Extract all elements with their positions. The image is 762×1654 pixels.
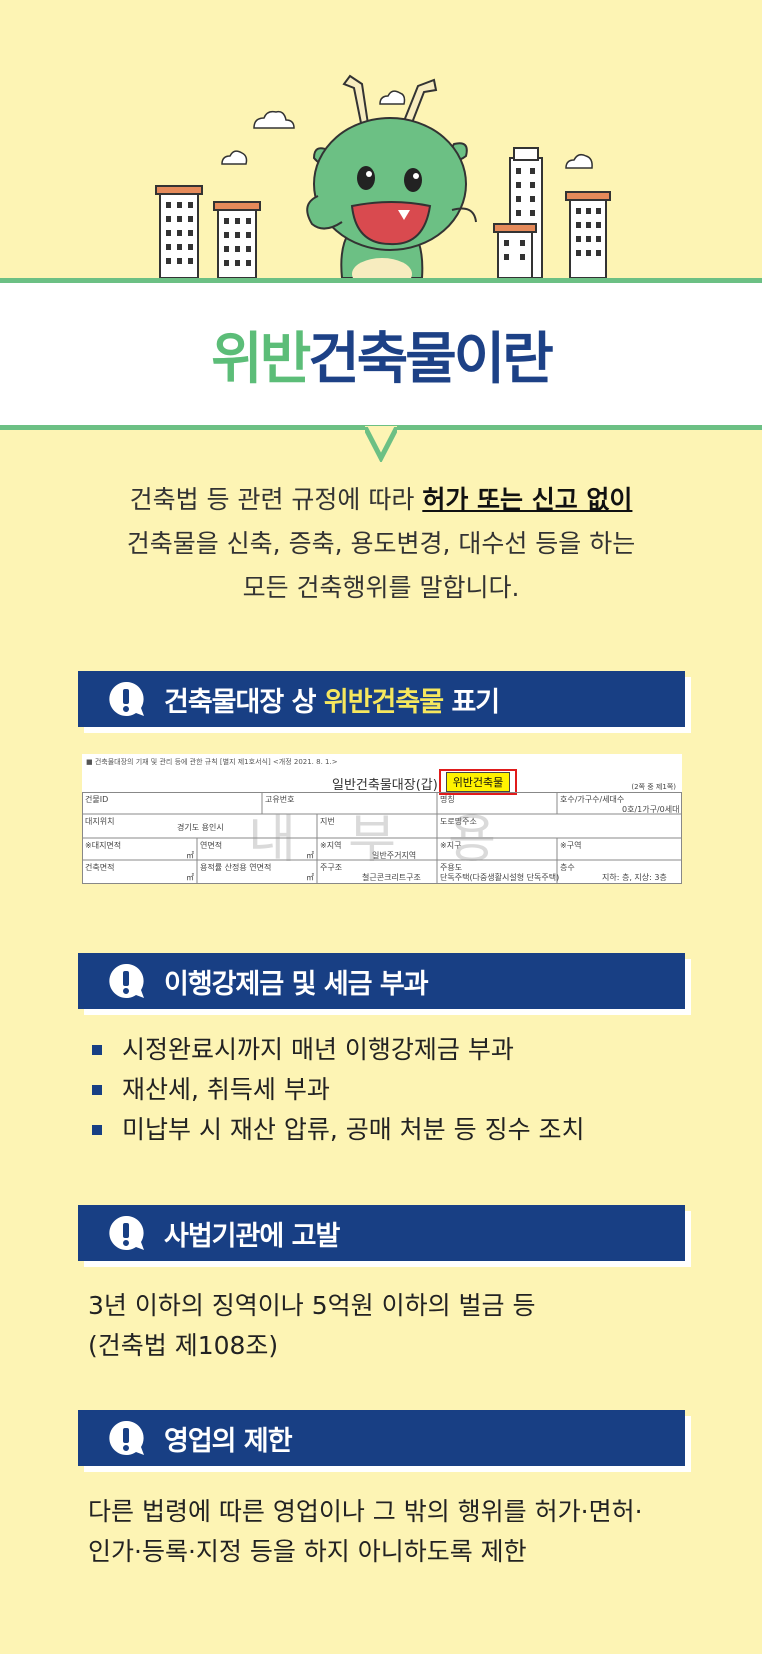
exclamation-bubble-icon	[109, 1215, 144, 1250]
cell-area-unit: ㎡	[186, 873, 194, 882]
building-register-document: ■ 건축물대장의 기재 및 관리 등에 관한 규칙 [별지 제1호서식] <개정…	[82, 754, 682, 884]
building-icon	[155, 185, 203, 279]
section-title: 사법기관에 고발	[164, 1220, 340, 1252]
bullet-square-icon	[92, 1045, 102, 1055]
cell-site-area: ※대지면적	[85, 841, 122, 850]
page-note: (2쪽 중 제1쪽)	[631, 783, 676, 791]
document-title: 일반건축물대장(갑)	[332, 778, 438, 793]
cell-structure: 주구조	[320, 863, 343, 872]
cell-district: ※지구	[440, 841, 462, 850]
cell-road-address: 도로명주소	[440, 817, 477, 826]
cell-location-value: 경기도 용인시	[177, 823, 224, 832]
cell-households: 호수/가구수/세대수	[560, 795, 625, 804]
tax-bullet-list: 시정완료시까지 매년 이행강제금 부과 재산세, 취득세 부과 미납부 시 재산…	[92, 1030, 585, 1150]
exclamation-bubble-icon	[109, 1420, 144, 1455]
cell-zone-value: 일반주거지역	[372, 851, 417, 860]
hero-illustration	[155, 74, 611, 282]
violation-stamp: 위반건축물	[439, 769, 517, 795]
intro-line-3: 모든 건축행위를 말합니다.	[242, 573, 520, 602]
section-title: 영업의 제한	[164, 1425, 293, 1457]
cell-zone: ※지역	[320, 841, 342, 850]
cell-location: 대지위치	[85, 817, 115, 826]
intro-line-1: 건축법 등 관련 규정에 따라 허가 또는 신고 없이	[129, 485, 633, 514]
building-icon	[493, 223, 537, 279]
cell-far-area: 용적률 산정용 연면적	[200, 863, 272, 872]
cell-name: 명칭	[440, 795, 455, 804]
register-table	[82, 792, 682, 884]
cell-area-unit: ㎡	[186, 851, 194, 860]
cell-use-value: 단독주택(다중생활시설형 단독주택)	[440, 873, 560, 882]
cloud-icon	[379, 90, 406, 105]
list-item: 미납부 시 재산 압류, 공매 처분 등 징수 조치	[92, 1110, 585, 1150]
cell-building-id: 건물ID	[85, 795, 109, 804]
cloud-icon	[221, 150, 248, 165]
exclamation-bubble-icon	[109, 963, 144, 998]
cloud-icon	[253, 110, 295, 129]
exclamation-bubble-icon	[109, 681, 144, 716]
document-header-line: ■ 건축물대장의 기재 및 관리 등에 관한 규칙 [별지 제1호서식] <개정…	[86, 758, 338, 766]
cell-households-value: 0호/1가구/0세대	[622, 805, 680, 814]
cloud-icon	[565, 153, 593, 169]
section-header-tax: 이행강제금 및 세금 부과	[78, 953, 685, 1009]
dragon-mascot-icon	[306, 74, 477, 282]
bullet-square-icon	[92, 1085, 102, 1095]
cell-floors-value: 지하: 층, 지상: 3층	[602, 873, 667, 882]
list-item: 시정완료시까지 매년 이행강제금 부과	[92, 1030, 585, 1070]
cell-area-unit: ㎡	[306, 851, 314, 860]
cell-area-unit: ㎡	[306, 873, 314, 882]
speech-notch	[365, 426, 397, 462]
section-header-prosecution: 사법기관에 고발	[78, 1205, 685, 1261]
cell-structure-value: 철근콘크리트구조	[362, 873, 421, 882]
intro-line-2: 건축물을 신축, 증축, 용도변경, 대수선 등을 하는	[126, 529, 636, 558]
building-icon	[565, 191, 611, 279]
section-title: 건축물대장 상 위반건축물 표기	[164, 686, 500, 718]
section-header-building-register: 건축물대장 상 위반건축물 표기	[78, 671, 685, 727]
building-icon	[213, 201, 261, 279]
business-text: 다른 법령에 따른 영업이나 그 밖의 행위를 허가·면허· 인가·등록·지정 …	[88, 1497, 643, 1566]
cell-building-area: 건축면적	[85, 863, 115, 872]
cell-use: 주용도	[440, 863, 463, 872]
section-title: 이행강제금 및 세금 부과	[164, 968, 429, 1000]
bullet-square-icon	[92, 1125, 102, 1135]
cell-unique-no: 고유번호	[265, 795, 295, 804]
title-band: 위반건축물이란	[0, 278, 762, 430]
intro-text: 건축법 등 관련 규정에 따라 허가 또는 신고 없이 건축물을 신축, 증축,…	[60, 478, 702, 610]
section-header-business: 영업의 제한	[78, 1410, 685, 1466]
page-title: 위반건축물이란	[211, 326, 554, 392]
prosecution-text: 3년 이하의 징역이나 5억원 이하의 벌금 등 (건축법 제108조)	[88, 1291, 536, 1360]
cell-floors: 층수	[560, 863, 575, 872]
cell-section: ※구역	[560, 841, 582, 850]
list-item: 재산세, 취득세 부과	[92, 1070, 585, 1110]
cell-floor-area: 연면적	[200, 841, 223, 850]
cell-lot: 지번	[320, 817, 335, 826]
